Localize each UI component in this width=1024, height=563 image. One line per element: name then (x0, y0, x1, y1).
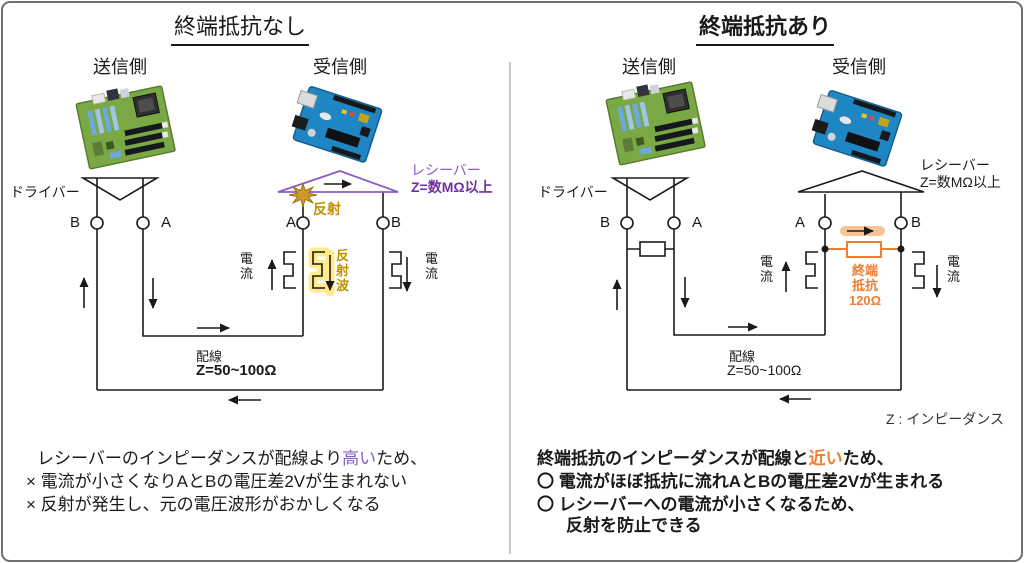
receiver-triangle (797, 170, 925, 193)
left-summary-line1: レシーバーのインピーダンスが配線より高いため、 (37, 444, 427, 469)
transmitter-board-image (73, 78, 177, 170)
current-label: 電 流 (425, 251, 439, 281)
current-waveform-icon (912, 251, 925, 289)
driver-triangle (80, 177, 160, 201)
driver-resistor (639, 241, 666, 257)
summary-text: ため、 (376, 449, 428, 468)
receiver-board-image (805, 87, 904, 168)
terminal-a-label: A (286, 214, 297, 231)
terminal-a-label: A (795, 214, 806, 231)
reflected-waveform-icon (312, 251, 325, 289)
terminal-b-label: B (70, 214, 81, 231)
receiver-impedance-label: Z=数MΩ以上 (920, 174, 1001, 190)
current-label: 電 流 (240, 251, 254, 281)
receiver-label: レシーバー (411, 162, 481, 178)
right-summary-line2: 〇 電流がほぼ抵抗に流れAとBの電圧差2Vが生まれる (537, 472, 945, 491)
sender-label: 送信側 (93, 57, 147, 77)
left-circuit (79, 170, 412, 405)
termination-resistor (846, 241, 882, 258)
terminal-a-label: A (161, 214, 172, 231)
sender-label: 送信側 (622, 57, 676, 77)
wiring-impedance-label: Z=50~100Ω (727, 362, 802, 378)
termination-resistor-label: 終端 抵抗 120Ω (848, 263, 882, 308)
left-panel-title: 終端抵抗なし (171, 9, 310, 46)
driver-label: ドライバー (10, 184, 80, 200)
receiver-side-label: 受信側 (313, 57, 367, 77)
wiring-label: 配線 (196, 349, 223, 364)
current-waveform-icon (283, 251, 296, 289)
receiver-impedance-label: Z=数MΩ以上 (411, 179, 493, 195)
right-circuit (610, 170, 942, 404)
left-summary-line3: × 反射が発生し、元の電圧波形がおかしくなる (26, 495, 381, 514)
driver-label: ドライバー (538, 184, 608, 200)
right-summary-line4: 反射を防止できる (566, 516, 702, 535)
wiring-label: 配線 (729, 349, 756, 364)
impedance-note: Z : インピーダンス (886, 411, 1004, 427)
terminal-a-label: A (692, 214, 703, 231)
terminal-b-label: B (911, 214, 922, 231)
summary-text: レシーバーのインピーダンスが配線より (37, 449, 343, 468)
terminal-b-label: B (391, 214, 402, 231)
current-label: 電 流 (947, 254, 961, 284)
reflected-wave-label: 反 射 波 (336, 248, 350, 293)
receiver-label: レシーバー (920, 157, 990, 173)
summary-text: ため、 (842, 449, 894, 468)
right-panel-title: 終端抵抗あり (696, 9, 835, 46)
receiver-board-image (285, 83, 384, 164)
receiver-triangle (277, 170, 399, 193)
terminal-b-label: B (600, 214, 611, 231)
current-label: 電 流 (760, 254, 774, 284)
panel-divider (509, 62, 511, 554)
summary-highlight: 近い (808, 449, 843, 468)
wiring-impedance-label: Z=50~100Ω (196, 362, 277, 379)
current-waveform-icon (389, 251, 402, 289)
right-summary-line3: 〇 レシーバーへの電流が小さくなるため、 (537, 495, 865, 514)
current-waveform-icon (805, 251, 818, 289)
left-summary-line2: × 電流が小さくなりAとBの電圧差2Vが生まれない (26, 472, 408, 491)
reflection-label: 反射 (313, 201, 341, 217)
receiver-side-label: 受信側 (832, 57, 886, 77)
summary-highlight: 高い (342, 449, 377, 468)
summary-text: 終端抵抗のインピーダンスが配線と (537, 449, 809, 468)
transmitter-board-image (603, 74, 707, 166)
reflection-starburst-icon (288, 182, 318, 208)
driver-triangle (610, 177, 690, 201)
right-summary-line1: 終端抵抗のインピーダンスが配線と近いため、 (537, 444, 894, 469)
